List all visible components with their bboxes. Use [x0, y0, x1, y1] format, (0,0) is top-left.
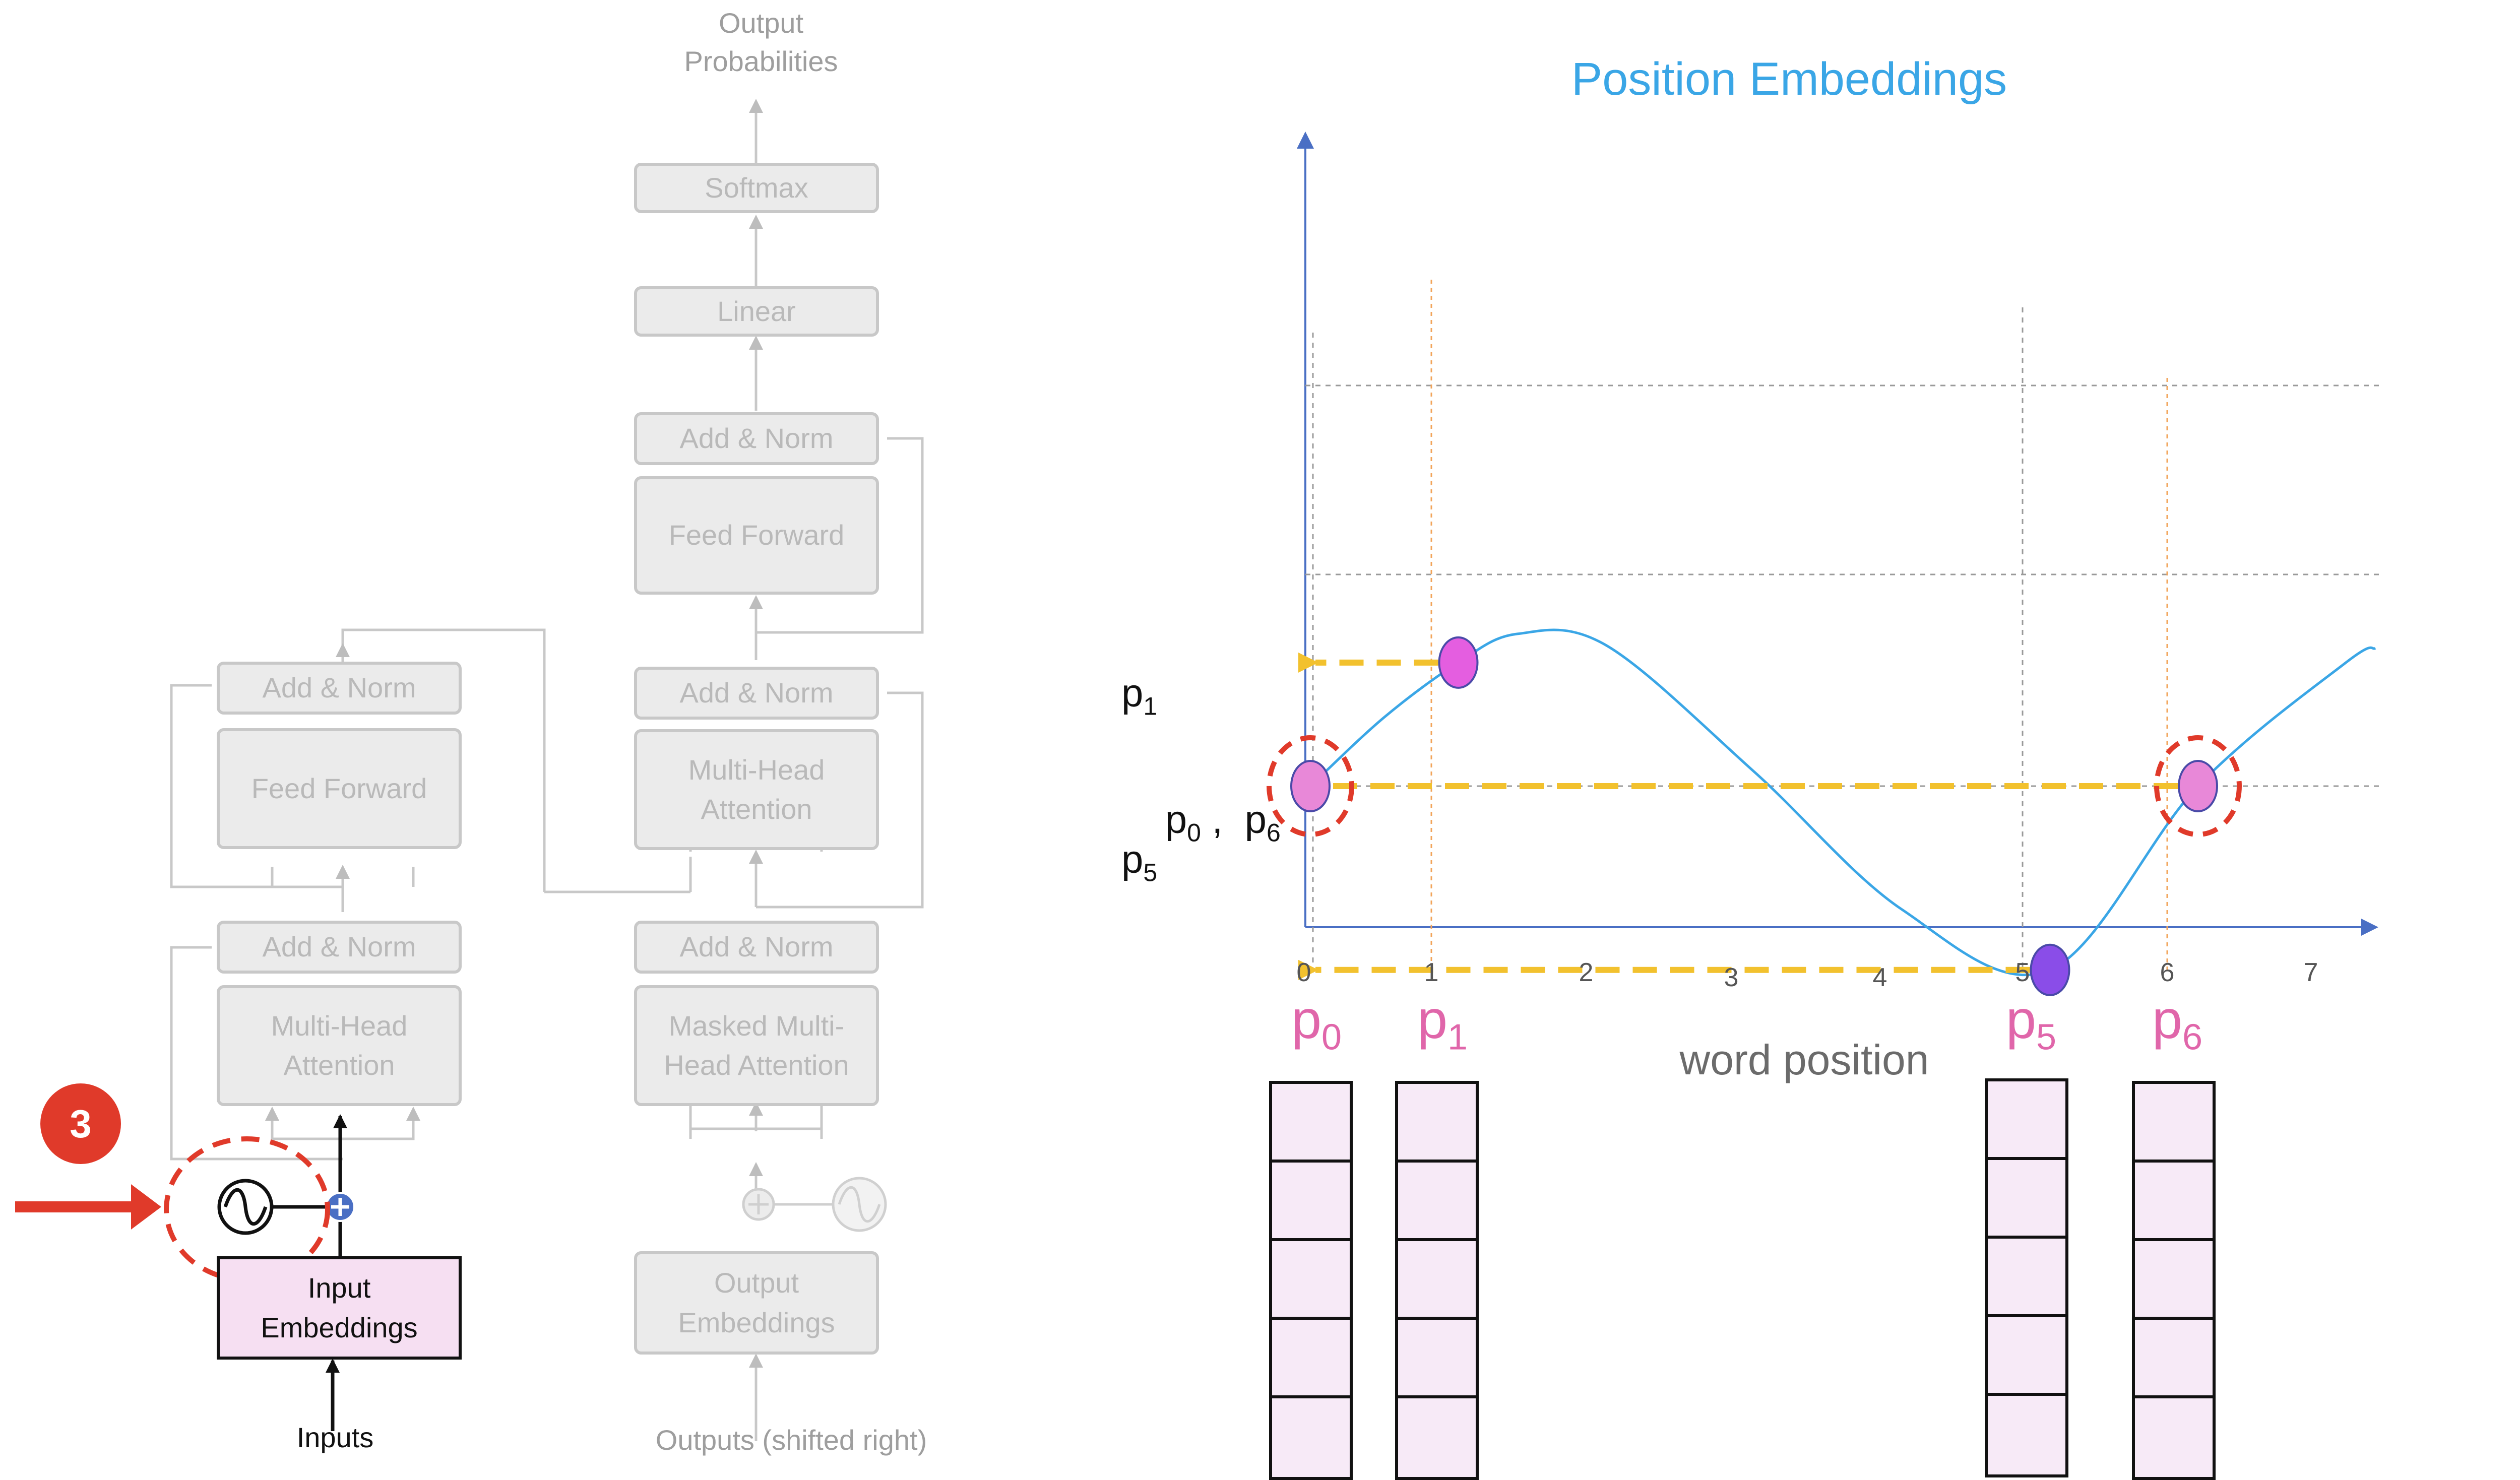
vector-cell — [1988, 1081, 2065, 1160]
vector-cell — [1272, 1084, 1350, 1163]
decoder-positional-encoding — [742, 1177, 887, 1232]
p0-label-base: p — [1165, 797, 1187, 842]
decoder-multi-head-attention-block: Multi-Head Attention — [634, 729, 879, 850]
encoder-multi-head-attention-block: Multi-Head Attention — [217, 985, 462, 1106]
p0-label-sub: 0 — [1187, 818, 1201, 847]
vector-cell — [1398, 1163, 1476, 1241]
vector-label-sub: 0 — [1321, 1017, 1342, 1058]
x-tick-label: 6 — [2160, 958, 2175, 987]
vector-cell — [1398, 1398, 1476, 1477]
p5-label-sub: 5 — [1143, 858, 1158, 887]
chart-layer — [1267, 628, 2376, 996]
point-p1 — [1438, 636, 1479, 689]
p1-label-base: p — [1121, 671, 1144, 715]
vector-label-sub: 1 — [1447, 1017, 1468, 1058]
decoder-add-norm-top: Add & Norm — [634, 412, 879, 465]
p1-axis-label: p1 — [1121, 670, 1157, 721]
encoder-positional-encoding — [15, 1114, 355, 1431]
p6-vector-label: p6 — [2127, 988, 2228, 1058]
vector-cell — [1988, 1239, 2065, 1317]
chart-axes — [1297, 132, 2378, 936]
decoder-masked-attention-block: Masked Multi- Head Attention — [634, 985, 879, 1106]
vector-cell — [2135, 1241, 2213, 1320]
chart-guide-lines — [1430, 280, 2168, 973]
input-embeddings-block: Input Embeddings — [217, 1256, 462, 1360]
p0-p6-axis-label: p0 , p6 — [1121, 751, 1281, 893]
p6-label-base: p — [1244, 797, 1267, 842]
point-p0 — [1290, 760, 1331, 812]
outputs-shifted-right-label: Outputs (shifted right) — [655, 1424, 927, 1456]
p0-embedding-vector — [1269, 1081, 1353, 1480]
output-probabilities-label: Output Probabilities — [684, 7, 838, 77]
vector-label-base: p — [1417, 989, 1448, 1050]
highlight-circle-p0 — [1267, 735, 1354, 837]
x-tick-label: 1 — [1424, 958, 1439, 987]
vector-cell — [1398, 1241, 1476, 1320]
p0-vector-label: p0 — [1266, 988, 1367, 1058]
vector-label-base: p — [1291, 989, 1322, 1050]
x-axis-label: word position — [1679, 1036, 1929, 1083]
p5-vector-label: p5 — [1981, 988, 2082, 1058]
vector-cell — [2135, 1163, 2213, 1241]
output-embeddings-block: Output Embeddings — [634, 1251, 879, 1355]
point-p6 — [2178, 760, 2218, 812]
linear-block: Linear — [634, 286, 879, 337]
decoder-feed-forward-block: Feed Forward — [634, 476, 879, 595]
x-tick-label: 3 — [1724, 963, 1739, 992]
highlight-circle-p6 — [2154, 735, 2242, 837]
x-tick-label: 4 — [1872, 963, 1887, 992]
vector-cell — [1988, 1317, 2065, 1396]
vector-cell — [2135, 1084, 2213, 1163]
vector-cell — [1398, 1084, 1476, 1163]
p5-axis-label: p5 — [1121, 836, 1157, 887]
inputs-label: Inputs — [296, 1422, 374, 1453]
decoder-add-norm-bottom: Add & Norm — [634, 921, 879, 974]
encoder-add-norm-bottom: Add & Norm — [217, 921, 462, 974]
p1-embedding-vector — [1395, 1081, 1479, 1480]
p6-embedding-vector — [2132, 1081, 2216, 1480]
vector-cell — [1398, 1320, 1476, 1398]
x-tick-label: 2 — [1579, 958, 1594, 987]
p6-label-sub: 6 — [1266, 818, 1281, 847]
vector-cell — [1988, 1160, 2065, 1239]
vector-label-base: p — [2005, 989, 2037, 1050]
vector-cell — [1272, 1320, 1350, 1398]
step-badge: 3 — [40, 1083, 121, 1164]
p1-label-sub: 1 — [1143, 692, 1158, 721]
vector-label-sub: 6 — [2182, 1017, 2203, 1058]
p0-p6-separator: , — [1201, 797, 1245, 842]
x-tick-label: 7 — [2303, 958, 2318, 987]
encoder-add-norm-top: Add & Norm — [217, 662, 462, 715]
vector-cell — [1272, 1241, 1350, 1320]
decoder-add-norm-mid: Add & Norm — [634, 667, 879, 720]
vector-label-base: p — [2152, 989, 2183, 1050]
point-p5 — [2030, 943, 2070, 996]
vector-cell — [2135, 1398, 2213, 1477]
p5-embedding-vector — [1985, 1078, 2068, 1477]
vector-cell — [1272, 1163, 1350, 1241]
vector-cell — [2135, 1320, 2213, 1398]
vector-cell — [1988, 1396, 2065, 1474]
vector-cell — [1272, 1398, 1350, 1477]
p5-label-base: p — [1121, 837, 1144, 881]
encoder-feed-forward-block: Feed Forward — [217, 728, 462, 849]
x-tick-label: 0 — [1296, 958, 1311, 987]
vector-label-sub: 5 — [2036, 1017, 2057, 1058]
chart-title: Position Embeddings — [1571, 53, 2007, 105]
x-tick-label: 5 — [2015, 958, 2030, 987]
p1-vector-label: p1 — [1392, 988, 1493, 1058]
softmax-block: Softmax — [634, 163, 879, 213]
